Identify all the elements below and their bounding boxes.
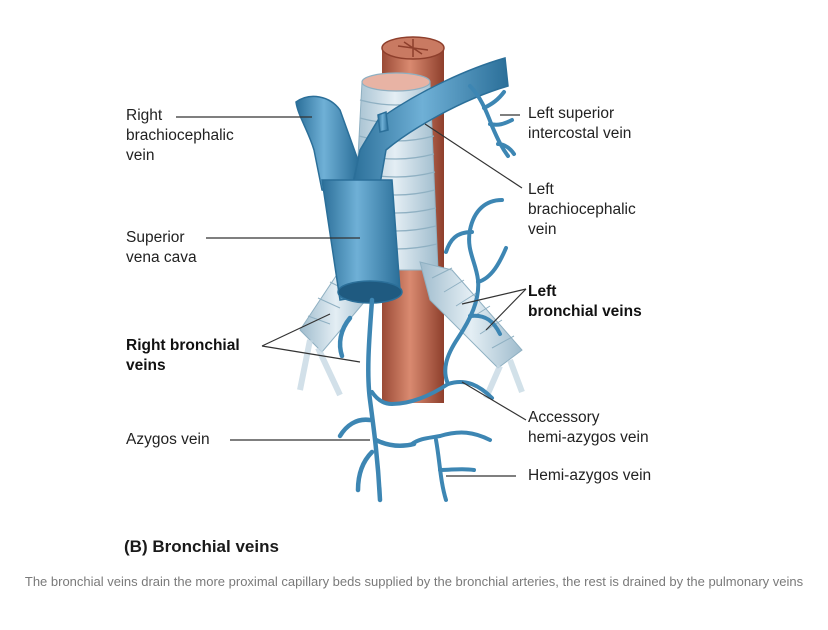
figure-caption: The bronchial veins drain the more proxi… [24,574,804,589]
label-hemi-azygos-vein: Hemi-azygos vein [528,467,652,484]
leader-lines [176,114,527,477]
label-left-bronchial-veins: Left bronchial veins [528,283,642,320]
label-left-brachiocephalic-vein: Left brachiocephalic vein [528,181,636,238]
label-accessory-hemi-azygos-vein: Accessory hemi-azygos vein [528,409,649,446]
azygos-vein [337,297,417,503]
label-azygos-vein: Azygos vein [126,431,210,448]
label-right-bronchial-veins: Right bronchial veins [126,337,240,374]
label-right-brachiocephalic-vein: Right brachiocephalic vein [126,107,234,164]
hemi-azygos-system [370,198,508,502]
label-left-superior-intercostal-vein: Left superior intercostal vein [528,105,632,142]
great-veins [295,57,509,304]
label-superior-vena-cava: Superior vena cava [126,229,197,266]
panel-title: (B) Bronchial veins [124,537,279,556]
left-superior-intercostal-vein [468,84,516,158]
